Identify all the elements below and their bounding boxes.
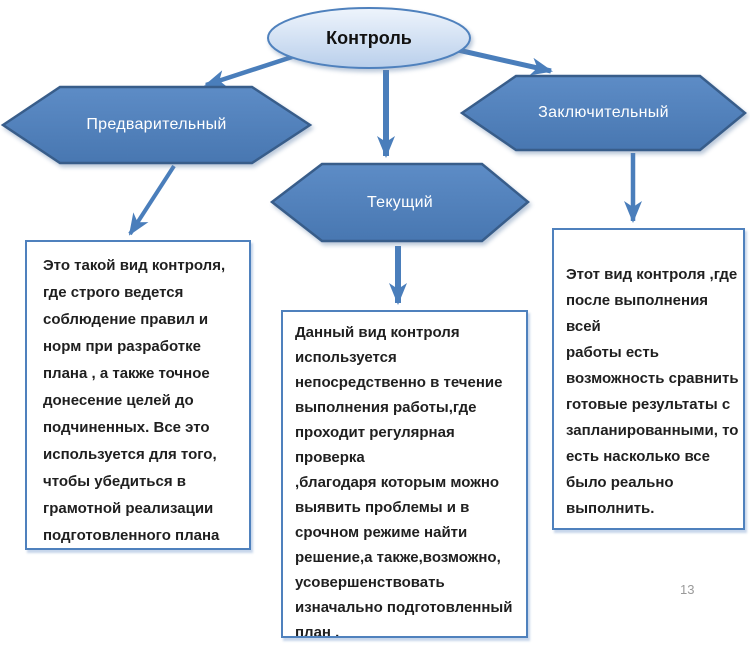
connector-root-to-preliminary-arrow [204, 54, 293, 88]
preliminary-description-text: Это такой вид контроля, где строго ведет… [43, 257, 226, 544]
hexagon-current [269, 162, 530, 243]
page-number: 13 [680, 582, 695, 597]
hexagon-preliminary [0, 85, 313, 165]
hexagon-final [459, 74, 747, 152]
final-description-box: Этот вид контроля ,где после выполнения … [552, 228, 745, 530]
connector-root-to-final-arrow [457, 47, 553, 76]
preliminary-description-box: Это такой вид контроля, где строго ведет… [25, 240, 251, 550]
current-description-box: Данный вид контроля используется непосре… [281, 310, 528, 638]
connector-preliminary-to-description-arrow [128, 164, 176, 236]
current-description-text: Данный вид контроля используется непосре… [295, 324, 513, 638]
root-ellipse [267, 7, 471, 69]
final-description-text: Этот вид контроля ,где после выполнения … [566, 266, 739, 517]
